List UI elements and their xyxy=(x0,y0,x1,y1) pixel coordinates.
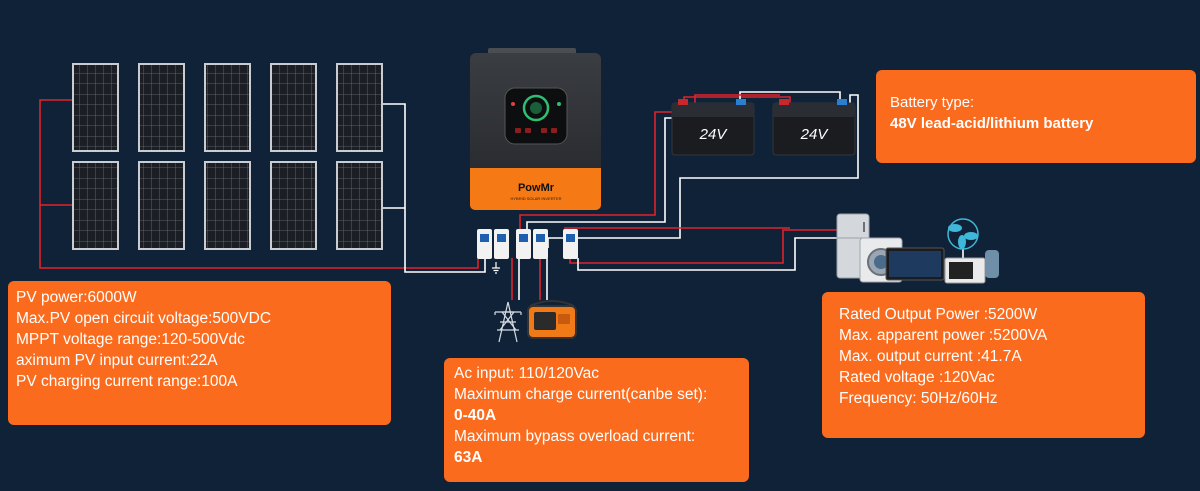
generator-icon xyxy=(527,300,577,339)
battery-2-label: 24V xyxy=(800,126,830,143)
output-specs-card: Rated Output Power :5200W Max. apparent … xyxy=(822,292,1145,438)
solar-panel-cells xyxy=(338,163,381,248)
battery-1-label: 24V xyxy=(699,126,729,143)
battery-negative-terminal xyxy=(736,99,746,105)
ac-spec-line: Maximum charge current(canbe set): xyxy=(454,386,708,403)
solar-panel-cells xyxy=(74,163,117,248)
battery-positive-terminal xyxy=(678,99,688,105)
solar-panel-cells xyxy=(272,163,315,248)
solar-panel-cells xyxy=(74,65,117,150)
ground-icon xyxy=(492,262,500,274)
ac-spec-value: 63A xyxy=(454,449,483,466)
ac-output-breaker xyxy=(563,229,578,259)
output-wiring xyxy=(564,227,838,271)
inverter-brand: PowMr xyxy=(518,182,555,194)
ac-spec-line: Maximum bypass overload current: xyxy=(454,428,696,445)
battery-breaker xyxy=(516,229,531,259)
pv-spec-line: PV power:6000W xyxy=(16,289,137,306)
battery-specs-card: Battery type: 48V lead-acid/lithium batt… xyxy=(876,70,1196,163)
inverter: PowMr HYBRID SOLAR INVERTER xyxy=(470,48,601,210)
solar-panel-array xyxy=(72,63,383,250)
power-tower-icon xyxy=(494,301,522,343)
solar-panel-cells xyxy=(206,65,249,150)
output-spec-line: Max. apparent power :5200VA xyxy=(839,327,1048,344)
output-spec-line: Frequency: 50Hz/60Hz xyxy=(839,390,998,407)
solar-panel-cells xyxy=(206,163,249,248)
battery-type-label: Battery type: xyxy=(890,94,975,111)
inverter-subtitle: HYBRID SOLAR INVERTER xyxy=(510,196,561,201)
battery-1: 24V xyxy=(671,99,755,156)
pv-spec-line: aximum PV input current:22A xyxy=(16,352,218,369)
output-spec-line: Rated Output Power :5200W xyxy=(839,306,1038,323)
breaker-group xyxy=(477,229,578,274)
appliances xyxy=(836,213,999,284)
battery-2: 24V xyxy=(772,99,856,156)
solar-panel-cells xyxy=(272,65,315,150)
battery-negative-terminal xyxy=(837,99,847,105)
kettle-icon xyxy=(985,250,999,278)
fan-icon xyxy=(947,218,979,258)
pv-spec-line: MPPT voltage range:120-500Vdc xyxy=(16,331,245,348)
battery-type-value: 48V lead-acid/lithium battery xyxy=(890,115,1094,132)
ac-input-breaker xyxy=(533,229,548,259)
pv-spec-line: Max.PV open circuit voltage:500VDC xyxy=(16,310,272,327)
ac-input-specs-card: Ac input: 110/120Vac Maximum charge curr… xyxy=(444,358,749,482)
ac-input-wiring xyxy=(511,258,548,300)
solar-panel-cells xyxy=(140,65,183,150)
ac-spec-line: Ac input: 110/120Vac xyxy=(454,365,600,382)
pv-spec-line: PV charging current range:100A xyxy=(16,373,238,390)
pv-wiring xyxy=(39,99,486,273)
output-spec-line: Max. output current :41.7A xyxy=(839,348,1022,365)
pv-specs-card: PV power:6000W Max.PV open circuit volta… xyxy=(8,281,391,425)
battery-positive-terminal xyxy=(779,99,789,105)
solar-panel-cells xyxy=(140,163,183,248)
pv-breaker xyxy=(477,229,492,259)
solar-panel-cells xyxy=(338,65,381,150)
ac-spec-value: 0-40A xyxy=(454,407,497,424)
output-spec-line: Rated voltage :120Vac xyxy=(839,369,995,386)
